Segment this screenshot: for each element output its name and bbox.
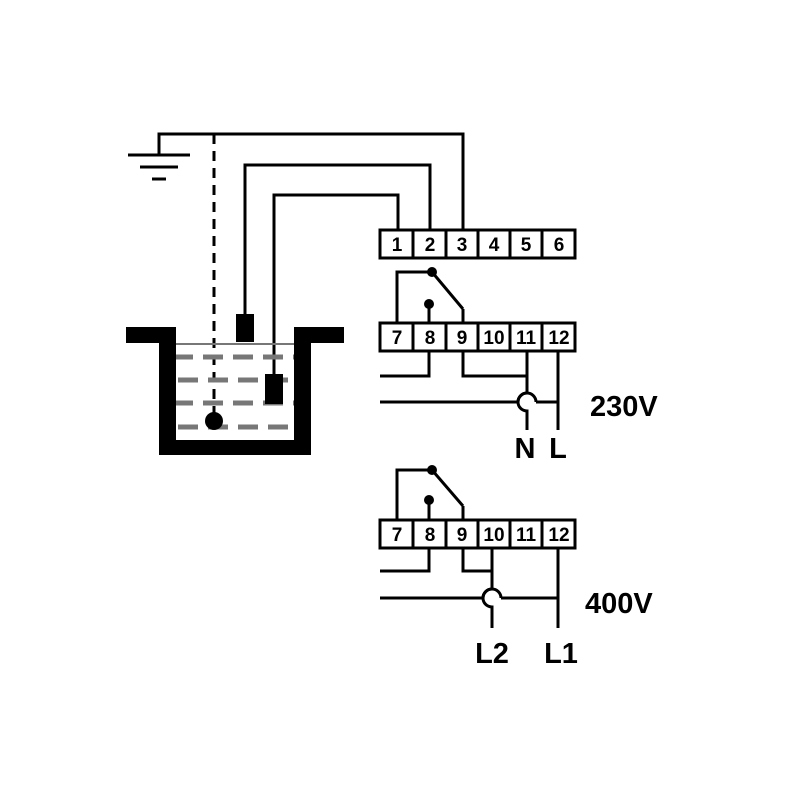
long-electrode: [236, 314, 254, 342]
terminal-3: 3: [457, 235, 468, 256]
ground-icon: [128, 153, 190, 181]
supply-label-l: L: [549, 433, 567, 465]
terminal-8: 8: [425, 525, 436, 546]
tank-outline: [126, 327, 344, 455]
terminal-1: 1: [392, 235, 403, 256]
terminal-12: 12: [548, 328, 569, 349]
relay-contact-icon: [395, 270, 465, 323]
relay-400v-wiring: [380, 548, 560, 628]
supply-label-n: N: [515, 433, 536, 465]
terminal-12: 12: [548, 525, 569, 546]
supply-label-l2: L2: [475, 638, 509, 670]
relay-230v-wiring: [380, 351, 560, 430]
terminal-2: 2: [425, 235, 436, 256]
terminal-11: 11: [516, 525, 537, 546]
terminal-8: 8: [425, 328, 436, 349]
terminal-10: 10: [483, 525, 504, 546]
terminal-4: 4: [489, 235, 500, 256]
terminal-9: 9: [457, 328, 468, 349]
terminal-5: 5: [521, 235, 532, 256]
terminal-7: 7: [392, 525, 403, 546]
voltage-label-400v: 400V: [585, 588, 653, 620]
terminal-11: 11: [516, 328, 537, 349]
terminal-6: 6: [554, 235, 565, 256]
terminal-10: 10: [483, 328, 504, 349]
short-electrode: [265, 374, 283, 404]
terminal-9: 9: [457, 525, 468, 546]
ground-electrode: [205, 412, 223, 430]
terminal-block-top: 1 2 3 4 5 6: [378, 228, 577, 260]
relay-contact-icon: [395, 468, 465, 520]
terminal-7: 7: [392, 328, 403, 349]
probe-wires: [157, 132, 465, 376]
supply-label-l1: L1: [544, 638, 578, 670]
relay-block-230v: 7 8 9 10 11 12 N L 230V: [378, 267, 658, 465]
voltage-label-230v: 230V: [590, 391, 658, 423]
relay-block-400v: 7 8 9 10 11 12 L2 L1 400V: [378, 465, 653, 670]
tank: [126, 314, 344, 455]
